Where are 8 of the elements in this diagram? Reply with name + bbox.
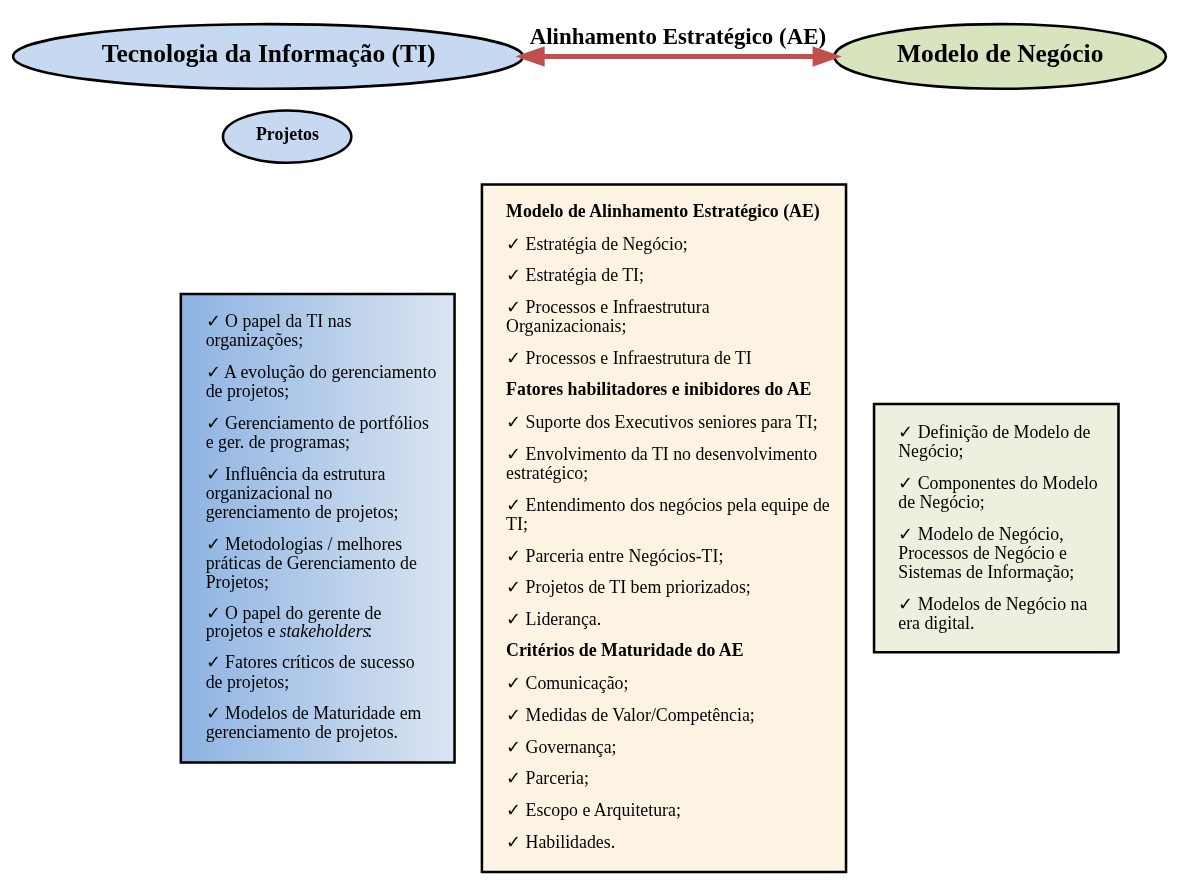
arrow xyxy=(515,46,842,67)
edge-label: Alinhamento Estratégico (AE) xyxy=(529,24,827,50)
node-ellipse: Modelo de Negócio xyxy=(833,22,1168,91)
node-box: Modelo de Alinhamento Estratégico (AE) ✓ Estratégia de Negócio; ✓ Estratégia de TI; ✓ Processos e Infraestrutura Organizacionais; ✓ Processos e Infraestrutura de TI Fatores habilitadores e inibidores do AE ✓ Suporte dos Executivos seniores para TI; ✓ Envolvimento da TI no desenvolvimento estratégico; ✓ Entendimento dos negócios pela equipe de TI; ✓ Parceria entre Negócios-TI; ✓ Projetos de TI bem priorizados; ✓ Liderança. Critérios de Maturidade do AE ✓ Comunicação; ✓ Medidas de Valor/Competência; ✓ Governança; ✓ Parceria; ✓ Escopo e Arquitetura; ✓ Habilidades. xyxy=(480,183,848,874)
node-ellipse: Tecnologia da Informação (TI) xyxy=(11,22,525,91)
node-box: ✓ Definição de Modelo de Negócio; ✓ Componentes do Modelo de Negócio; ✓ Modelo de Negócio, Processos de Negócio e Sistemas de Informação; ✓ Modelos de Negócio na era digital. xyxy=(872,402,1120,654)
node-box: ✓ O papel da TI nas organizações; ✓ A evolução do gerenciamento de projetos; ✓ Gerenciamento de portfólios e ger. de programas; ✓ Influência da estrutura organizacional no gerenciamento de projetos; ✓ Metodologias / melhores práticas de Gerenciamento de Projetos; ✓ O papel do gerente de projetos e stakeholders: ✓ Fatores críticos de sucesso de projetos; ✓ Modelos de Maturidade em gerenciamento de projetos. xyxy=(179,292,456,764)
node-ellipse: Projetos xyxy=(221,109,353,165)
